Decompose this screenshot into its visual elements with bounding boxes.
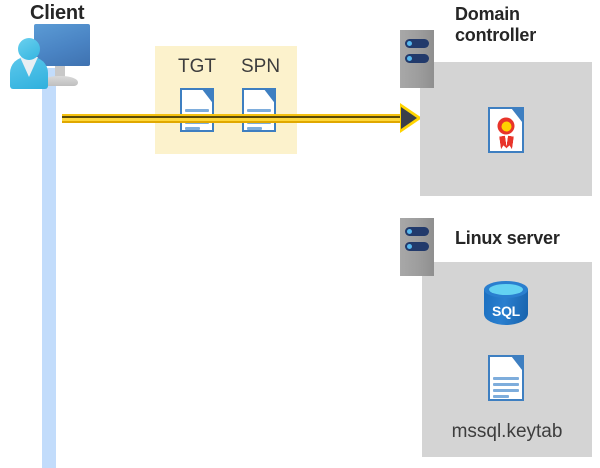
spn-label: SPN <box>241 56 281 77</box>
keytab-document-icon <box>488 355 524 401</box>
rack-bar-bottom <box>405 54 429 63</box>
monitor-neck-icon <box>55 66 65 77</box>
rack-bar-top <box>405 39 429 48</box>
document-text-lines <box>493 377 519 401</box>
rack-bar-bottom <box>405 242 429 251</box>
certificate-icon <box>488 107 524 153</box>
person-collar-icon <box>20 57 38 77</box>
person-head-icon <box>18 38 40 60</box>
sql-cylinder-top <box>484 281 528 298</box>
rack-bar-top <box>405 227 429 236</box>
sql-label: SQL <box>492 303 520 319</box>
sql-database-icon: SQL <box>484 281 528 331</box>
sql-cylinder-top-inner <box>489 284 523 295</box>
domain-controller-title-line2: controller <box>455 25 537 46</box>
flow-arrow-head-icon <box>401 107 417 129</box>
keytab-filename-label: mssql.keytab <box>451 421 563 442</box>
domain-controller-title-line1: Domain <box>455 4 520 24</box>
client-lifeline <box>42 68 56 468</box>
domain-controller-title: Domain controller <box>455 4 595 46</box>
domain-controller-server-rack-icon <box>400 30 434 88</box>
flow-arrow-line <box>62 114 409 123</box>
client-title: Client <box>30 2 85 24</box>
monitor-base-icon <box>42 76 78 86</box>
tgt-label: TGT <box>178 56 216 77</box>
spn-document-icon <box>242 88 276 132</box>
linux-server-rack-icon <box>400 218 434 276</box>
rack-led-icon <box>407 56 412 61</box>
user-with-monitor-icon <box>8 24 94 92</box>
rack-led-icon <box>407 244 412 249</box>
rack-led-icon <box>407 229 412 234</box>
linux-server-title: Linux server <box>455 228 560 248</box>
monitor-screen-icon <box>34 24 90 66</box>
certificate-seal-icon <box>497 117 515 135</box>
tgt-document-icon <box>180 88 214 132</box>
rack-led-icon <box>407 41 412 46</box>
